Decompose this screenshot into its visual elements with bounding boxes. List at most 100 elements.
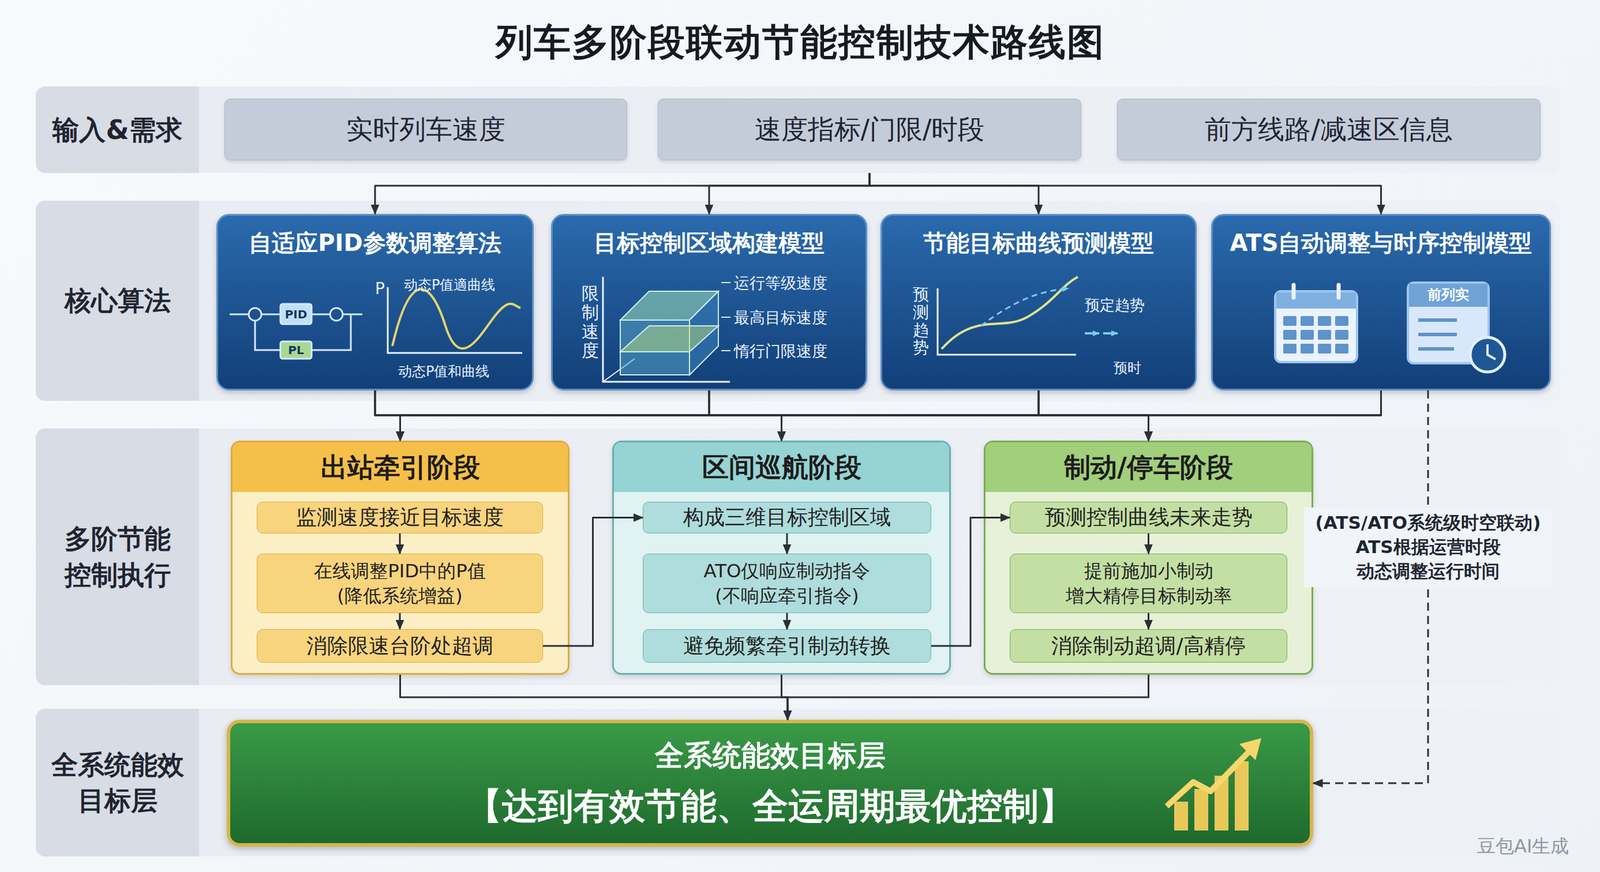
growth-chart-icon-part — [1234, 761, 1249, 831]
schedule-icon-part — [1487, 344, 1496, 360]
step-box: 监测速度接近目标速度 — [256, 501, 543, 534]
prediction-graph — [937, 276, 1118, 355]
control-region-cube-part — [721, 316, 731, 318]
growth-chart-icon-part — [1174, 802, 1189, 831]
node-text: ATS自动调整与时序控制模型 — [1224, 227, 1539, 260]
connector — [1147, 613, 1150, 630]
connector — [375, 390, 782, 441]
algorithm-box: ATS自动调整与时序控制模型 — [1211, 214, 1551, 391]
step-box: 提前施加小制动 增大精停目标制动率 — [1009, 553, 1288, 614]
prediction-graph-part — [937, 288, 1077, 355]
node-text: 消除限速台阶处超调 — [300, 632, 500, 661]
connector — [375, 173, 870, 215]
illustration-label: 前列实 — [1407, 282, 1489, 307]
connector — [709, 390, 1149, 441]
row-band: 输入&需求 实时列车速度 速度指标/门限/时段前方线路/减速区信息 — [35, 86, 1561, 174]
calendar-icon — [1275, 285, 1358, 363]
calendar-icon-part — [1336, 285, 1341, 298]
connector — [400, 390, 1382, 441]
control-region-cube-part — [689, 291, 719, 376]
connector — [781, 675, 789, 721]
schedule-icon-part — [1470, 337, 1505, 373]
node-text: 在线调整PID中的P值 (降低系统增益) — [257, 559, 543, 608]
edge-label: (ATS/ATO系统级时空联动) ATS根据运营时段 动态调整运行时间 — [1304, 507, 1553, 588]
step-box: 预测控制曲线未来走势 — [1009, 501, 1288, 534]
illustration-label: 动态P值和曲线 — [398, 362, 490, 381]
connector — [781, 390, 1382, 441]
illustration-label: P — [375, 279, 385, 299]
node-text: 出站牵引阶段 — [232, 442, 568, 493]
prediction-graph-part — [980, 288, 1069, 327]
connector — [869, 173, 1382, 215]
prediction-graph-part — [1084, 332, 1100, 335]
illustration-label: PID — [280, 304, 312, 325]
stage-box: 出站牵引阶段监测速度接近目标速度在线调整PID中的P值 (降低系统增益) 消除限速… — [230, 440, 570, 676]
step-box: 消除制动超调/高精停 — [1009, 629, 1288, 663]
node-text: ATO仅响应制动指令 (不响应牵引指令) — [643, 559, 931, 608]
pid-block-diagram-part — [342, 313, 363, 316]
node-text: 消除制动超调/高精停 — [1045, 632, 1251, 661]
node-text: 全系统能效目标层 — [654, 736, 886, 776]
growth-chart-icon-part — [1194, 789, 1209, 831]
connector — [400, 675, 789, 721]
node-text: 自适应PID参数调整算法 — [242, 227, 507, 260]
node-text: 多阶节能 控制执行 — [35, 521, 200, 593]
illustration-label: 豆包AI生成 — [1477, 834, 1569, 860]
row-band: 核心算法自适应PID参数调整算法目标控制区域构建模型节能目标曲线预测模型ATS自… — [35, 200, 1561, 402]
node-text: 输入&需求 — [35, 111, 200, 148]
p-value-graph-part — [392, 289, 521, 350]
node-text: 实时列车速度 — [340, 111, 512, 148]
calendar-icon-part — [1281, 314, 1351, 357]
connector — [399, 533, 402, 554]
input-box: 速度指标/门限/时段 — [657, 98, 1082, 161]
growth-chart-icon-part — [1214, 776, 1229, 831]
illustration-label: 预定趋势 — [1084, 295, 1145, 316]
connector — [869, 173, 1039, 215]
connector — [375, 390, 401, 441]
node-text: 核心算法 — [35, 282, 200, 319]
connector — [1148, 390, 1382, 441]
node-text: 监测速度接近目标速度 — [290, 504, 510, 532]
node-text: 节能目标曲线预测模型 — [917, 227, 1160, 260]
input-box: 实时列车速度 — [224, 98, 628, 161]
pid-block-diagram-part — [280, 304, 312, 325]
connector — [1147, 533, 1150, 554]
step-box: 消除限速台阶处超调 — [256, 629, 543, 663]
pid-block-diagram-part — [280, 341, 312, 359]
schedule-icon-part — [1418, 347, 1455, 351]
illustration-label: 运行等级速度 — [733, 272, 828, 294]
input-box: 前方线路/减速区信息 — [1117, 98, 1541, 161]
row-band: 全系统能效 目标层全系统能效目标层【达到有效节能、全运周期最优控制】 — [35, 709, 1561, 857]
connector — [1038, 390, 1149, 441]
node-text: 【达到有效节能、全运周期最优控制】 — [466, 782, 1075, 831]
control-region-cube-part — [721, 282, 731, 284]
step-box: 避免频繁牵引制动转换 — [642, 629, 932, 663]
node-text: 制动/停车阶段 — [985, 442, 1312, 493]
schedule-icon-part — [1418, 318, 1457, 322]
connector — [786, 533, 789, 554]
illustration-label: 动态P值適曲线 — [403, 275, 496, 295]
step-box: ATO仅响应制动指令 (不响应牵引指令) — [642, 553, 932, 614]
pid-block-diagram-part — [255, 320, 281, 351]
illustration-label: 预时 — [1113, 358, 1142, 378]
stage-box: 制动/停车阶段预测控制曲线未来走势提前施加小制动 增大精停目标制动率消除制动超调… — [983, 440, 1314, 676]
connector — [709, 173, 870, 215]
stage-box: 区间巡航阶段构成三维目标控制区域ATO仅响应制动指令 (不响应牵引指令)避免频繁… — [612, 440, 951, 676]
connector — [931, 518, 1010, 647]
growth-chart-icon-part — [1166, 751, 1250, 807]
connector — [400, 390, 710, 441]
calendar-icon-part — [1275, 291, 1358, 363]
control-region-cube-part — [620, 326, 719, 352]
illustration-label: 限制速度 — [581, 283, 599, 361]
illustration-label: PL — [280, 341, 312, 359]
control-region-cube-part — [602, 358, 635, 382]
illustration-label: 最高目标速度 — [733, 307, 828, 329]
schedule-icon-part — [1418, 332, 1457, 337]
connector — [375, 390, 1149, 441]
node-text: 避免频繁牵引制动转换 — [677, 632, 897, 661]
step-box: 在线调整PID中的P值 (降低系统增益) — [256, 553, 543, 614]
pid-block-diagram-part — [248, 308, 262, 321]
connector — [709, 390, 782, 441]
pid-block-diagram-part — [311, 314, 351, 351]
pid-block-diagram-part — [261, 313, 281, 316]
